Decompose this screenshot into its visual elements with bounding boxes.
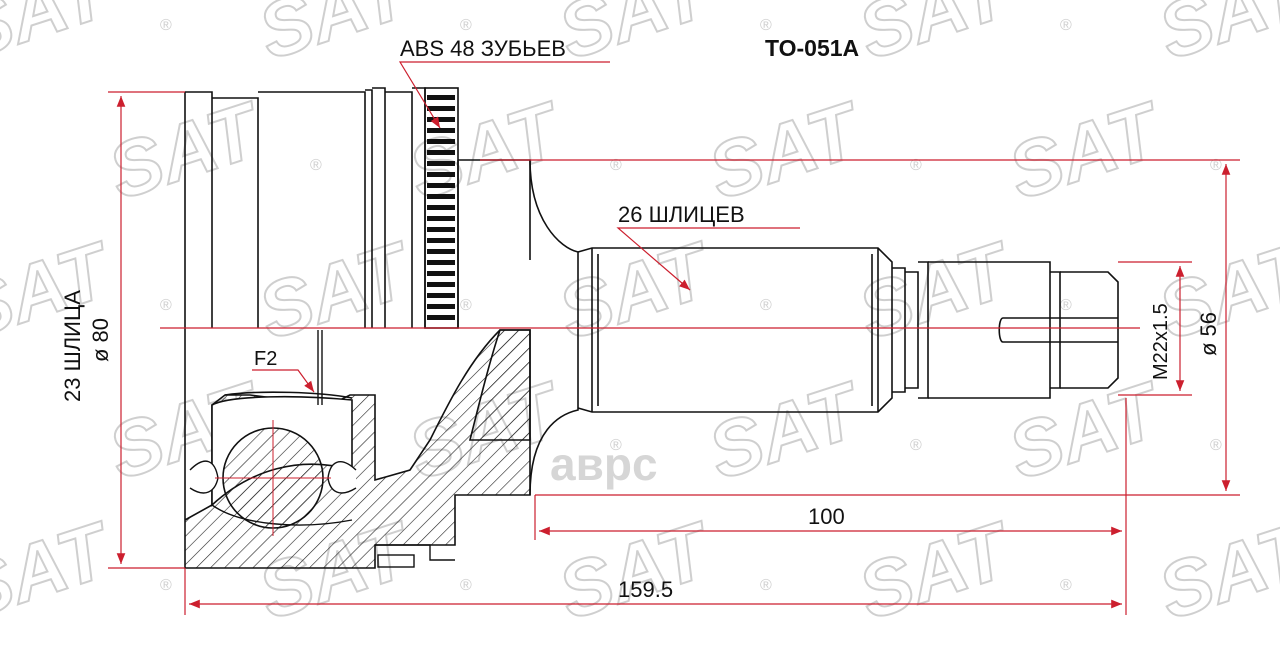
abs-tooth (427, 249, 455, 254)
abs-tooth (427, 282, 455, 287)
sat-logo-watermark: SAT (248, 0, 424, 76)
registered-mark: ® (460, 297, 472, 314)
sat-logo-watermark: SAT (548, 0, 724, 76)
abs-tooth (427, 227, 455, 232)
registered-mark: ® (160, 17, 172, 34)
brand-watermark-text: аврс (550, 438, 658, 490)
inner-race (317, 330, 455, 568)
shaft-length-dimension: 100 (808, 504, 845, 529)
abs-tooth (427, 315, 455, 320)
abs-tooth (427, 194, 455, 199)
abs-tone-ring (424, 87, 459, 329)
shaft-splines-label: 26 ШЛИЦЕВ (618, 202, 745, 227)
sat-logo-watermark: SAT (248, 224, 424, 356)
abs-tooth (427, 128, 455, 133)
registered-mark: ® (1210, 157, 1222, 174)
sat-logo-watermark: SAT (548, 504, 724, 636)
abs-tooth (427, 216, 455, 221)
registered-mark: ® (760, 17, 772, 34)
sat-logo-watermark: SAT (698, 84, 874, 216)
abs-tooth (427, 117, 455, 122)
sat-logo-watermark: SAT (998, 364, 1174, 496)
abs-tooth (427, 106, 455, 111)
registered-mark: ® (610, 437, 622, 454)
abs-tooth (427, 95, 455, 100)
abs-tooth (427, 260, 455, 265)
abs-tooth (427, 183, 455, 188)
sat-logo-watermark: SAT (848, 504, 1024, 636)
sat-logo-watermark: SAT (848, 224, 1024, 356)
registered-mark: ® (160, 577, 172, 594)
abs-tooth (427, 238, 455, 243)
abs-teeth-label: ABS 48 ЗУБЬЕВ (400, 36, 566, 61)
registered-mark: ® (760, 297, 772, 314)
outer-splines-label: 23 ШЛИЦА (60, 290, 85, 402)
sat-logo-watermark: SAT (998, 84, 1174, 216)
abs-tooth (427, 271, 455, 276)
dimension-lines (108, 61, 1240, 615)
sat-logo-watermark: SAT (1148, 504, 1280, 636)
registered-mark: ® (460, 17, 472, 34)
abs-tooth (427, 150, 455, 155)
registered-mark: ® (760, 577, 772, 594)
outer-diameter-label: ø 80 (88, 318, 113, 362)
registered-mark: ® (1060, 297, 1072, 314)
registered-mark: ® (1060, 17, 1072, 34)
grease-label: F2 (254, 348, 277, 370)
sat-logo-watermark: SAT (0, 0, 124, 76)
total-length-dimension: 159.5 (618, 577, 673, 602)
abs-tooth (427, 205, 455, 210)
registered-mark: ® (460, 577, 472, 594)
sat-logo-watermark: SAT (1148, 0, 1280, 76)
abs-tooth (427, 172, 455, 177)
sat-logo-watermark: SAT (698, 364, 874, 496)
axle-shaft (577, 247, 1119, 413)
registered-mark: ® (1060, 577, 1072, 594)
registered-mark: ® (1210, 437, 1222, 454)
registered-mark: ® (610, 157, 622, 174)
abs-tooth (427, 161, 455, 166)
thread-label: M22x1.5 (1150, 303, 1172, 380)
sat-logo-watermark: SAT (0, 504, 124, 636)
shaft-diameter-label: ø 56 (1196, 312, 1221, 356)
sat-logo-watermark: SAT (98, 84, 274, 216)
abs-tooth (427, 304, 455, 309)
cv-ball (189, 420, 357, 536)
part-number-title: TO-051A (765, 35, 859, 61)
registered-mark: ® (160, 297, 172, 314)
abs-tooth (427, 293, 455, 298)
registered-mark: ® (910, 157, 922, 174)
registered-mark: ® (310, 157, 322, 174)
registered-mark: ® (910, 437, 922, 454)
abs-tooth (427, 139, 455, 144)
sat-logo-watermark: SAT (848, 0, 1024, 76)
